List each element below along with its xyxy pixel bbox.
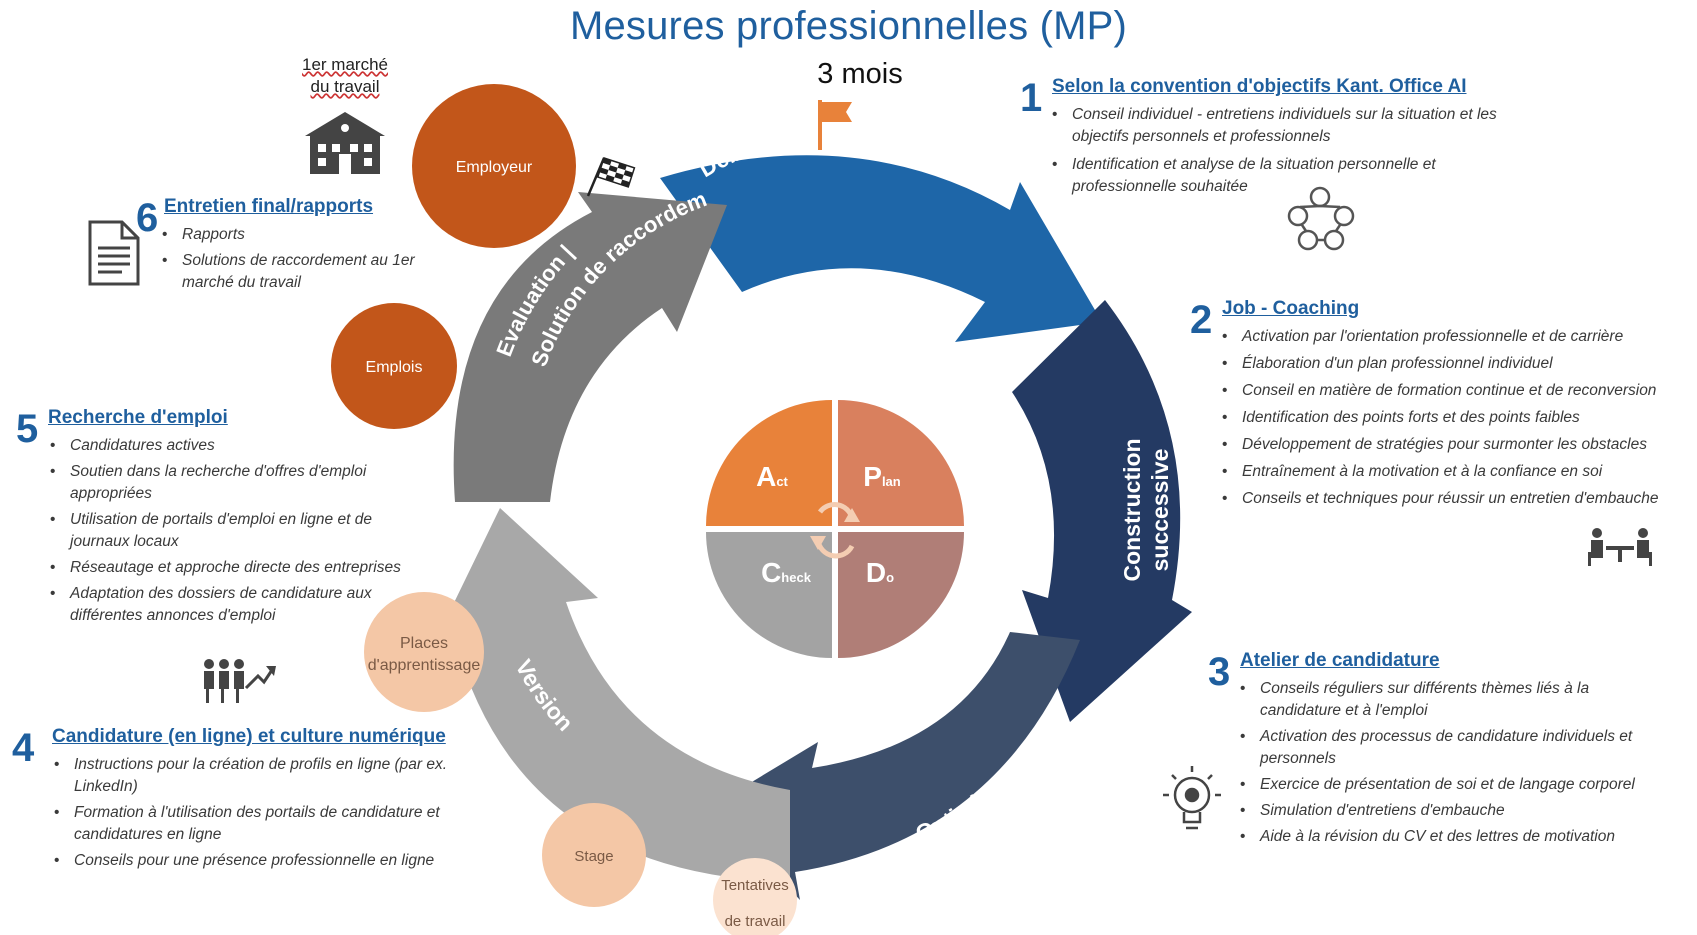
list-item: Formation à l'utilisation des portails d… bbox=[52, 802, 492, 846]
list-item: Développement de stratégies pour surmont… bbox=[1220, 434, 1697, 456]
arrow-version bbox=[432, 508, 790, 882]
pdca-circle: Act Plan Check Do bbox=[706, 400, 964, 658]
pdca-check-rest: heck bbox=[781, 570, 811, 585]
section-5-number: 5 bbox=[16, 407, 39, 451]
pdca-plan-letter: P bbox=[863, 461, 882, 492]
section-3-list: Conseils réguliers sur différents thèmes… bbox=[1238, 678, 1638, 852]
section-6-title: Entretien final/rapports bbox=[164, 196, 374, 217]
list-item: Soutien dans la recherche d'offres d'emp… bbox=[48, 461, 408, 505]
section-4-number: 4 bbox=[12, 726, 35, 770]
pdca-do bbox=[838, 532, 964, 658]
list-item: Identification des points forts et des p… bbox=[1220, 407, 1697, 429]
list-item: Exercice de présentation de soi et de la… bbox=[1238, 774, 1638, 796]
bubble-stage-label: Stage bbox=[574, 848, 613, 865]
arrow-construction bbox=[1012, 300, 1192, 722]
section-3-title: Atelier de candidature bbox=[1240, 650, 1440, 671]
arrow-debut-conception bbox=[660, 155, 1102, 342]
pdca-act-rest: ct bbox=[776, 474, 788, 489]
section-2-list: Activation par l'orientation professionn… bbox=[1220, 326, 1697, 515]
bubble-tentatives-label-1: Tentatives bbox=[721, 877, 789, 894]
meeting-table-icon bbox=[1588, 528, 1652, 566]
list-item: Conseil en matière de formation continue… bbox=[1220, 380, 1697, 402]
lightbulb-gear-icon bbox=[1163, 766, 1221, 830]
bubble-employeur-label: Employeur bbox=[456, 159, 533, 176]
pdca-check bbox=[706, 532, 832, 658]
bubble-stage bbox=[542, 803, 646, 907]
label-construction-2: successive bbox=[1147, 449, 1173, 572]
labour-market-label: 1er marché du travail bbox=[270, 54, 420, 98]
label-construction-1: Construction bbox=[1119, 438, 1145, 581]
pdca-do-rest: o bbox=[886, 570, 894, 585]
section-5-list: Candidatures actives Soutien dans la rec… bbox=[48, 435, 408, 631]
list-item: Réseautage et approche directe des entre… bbox=[48, 557, 408, 579]
pdca-act-letter: A bbox=[756, 461, 776, 492]
people-growth-icon bbox=[204, 659, 276, 703]
labour-market-line2: du travail bbox=[310, 77, 380, 96]
list-item: Élaboration d'un plan professionnel indi… bbox=[1220, 353, 1697, 375]
list-item: Activation par l'orientation professionn… bbox=[1220, 326, 1697, 348]
orange-flag-icon bbox=[818, 100, 852, 150]
section-1-number: 1 bbox=[1020, 76, 1043, 120]
section-4-list: Instructions pour la création de profils… bbox=[52, 754, 492, 876]
list-item: Activation des processus de candidature … bbox=[1238, 726, 1638, 770]
section-5-title: Recherche d'emploi bbox=[48, 407, 228, 428]
pdca-check-letter: C bbox=[761, 557, 781, 588]
bubble-emplois bbox=[331, 303, 457, 429]
section-1-title: Selon la convention d'objectifs Kant. Of… bbox=[1052, 76, 1467, 97]
section-2-number: 2 bbox=[1190, 298, 1213, 342]
list-item: Identification et analyse de la situatio… bbox=[1050, 154, 1512, 198]
section-4-title: Candidature (en ligne) et culture numéri… bbox=[52, 726, 446, 747]
list-item: Solutions de raccordement au 1er marché … bbox=[160, 250, 440, 294]
list-item: Utilisation de portails d'emploi en lign… bbox=[48, 509, 408, 553]
list-item: Simulation d'entretiens d'embauche bbox=[1238, 800, 1638, 822]
bubble-tentatives bbox=[713, 858, 797, 935]
svg-text:Plan: Plan bbox=[863, 461, 901, 492]
arrow-evaluation bbox=[453, 192, 727, 502]
list-item: Aide à la révision du CV et des lettres … bbox=[1238, 826, 1638, 848]
list-item: Entraînement à la motivation et à la con… bbox=[1220, 461, 1697, 483]
building-icon bbox=[305, 112, 385, 174]
svg-text:Do: Do bbox=[866, 557, 894, 588]
list-item: Adaptation des dossiers de candidature a… bbox=[48, 583, 408, 627]
bubble-tentatives-label-2: de travail bbox=[725, 913, 786, 930]
list-item: Candidatures actives bbox=[48, 435, 408, 457]
document-icon bbox=[88, 220, 140, 286]
duration-label: 3 mois bbox=[817, 58, 903, 90]
bubble-emplois-label: Emplois bbox=[366, 359, 423, 376]
list-item: Instructions pour la création de profils… bbox=[52, 754, 492, 798]
section-3-number: 3 bbox=[1208, 650, 1231, 694]
section-2-title: Job - Coaching bbox=[1222, 298, 1360, 319]
bubble-places-label-1: Places bbox=[400, 635, 448, 652]
bubble-places-label-2: d'apprentissage bbox=[368, 657, 481, 674]
checkered-flag-icon bbox=[586, 157, 636, 197]
bubble-employeur bbox=[412, 84, 576, 248]
section-6-list: Rapports Solutions de raccordement au 1e… bbox=[160, 224, 440, 298]
pdca-act bbox=[706, 400, 832, 526]
list-item: Conseils et techniques pour réussir un e… bbox=[1220, 488, 1697, 510]
pdca-do-letter: D bbox=[866, 557, 886, 588]
arrow-optimisation bbox=[712, 632, 1080, 900]
svg-text:Check: Check bbox=[761, 557, 812, 588]
cycle-arrows-icon bbox=[810, 502, 860, 559]
list-item: Rapports bbox=[160, 224, 440, 246]
labour-market-line1: 1er marché bbox=[302, 55, 388, 74]
section-6-number: 6 bbox=[136, 196, 159, 240]
pdca-plan-rest: lan bbox=[882, 474, 901, 489]
svg-text:Act: Act bbox=[756, 461, 788, 492]
page-title: Mesures professionnelles (MP) bbox=[569, 4, 1128, 48]
section-1-list: Conseil individuel - entretiens individu… bbox=[1050, 104, 1550, 204]
list-item: Conseil individuel - entretiens individu… bbox=[1050, 104, 1550, 148]
list-item: Conseils pour une présence professionnel… bbox=[52, 850, 492, 872]
list-item: Conseils réguliers sur différents thèmes… bbox=[1238, 678, 1638, 722]
pdca-plan bbox=[838, 400, 964, 526]
